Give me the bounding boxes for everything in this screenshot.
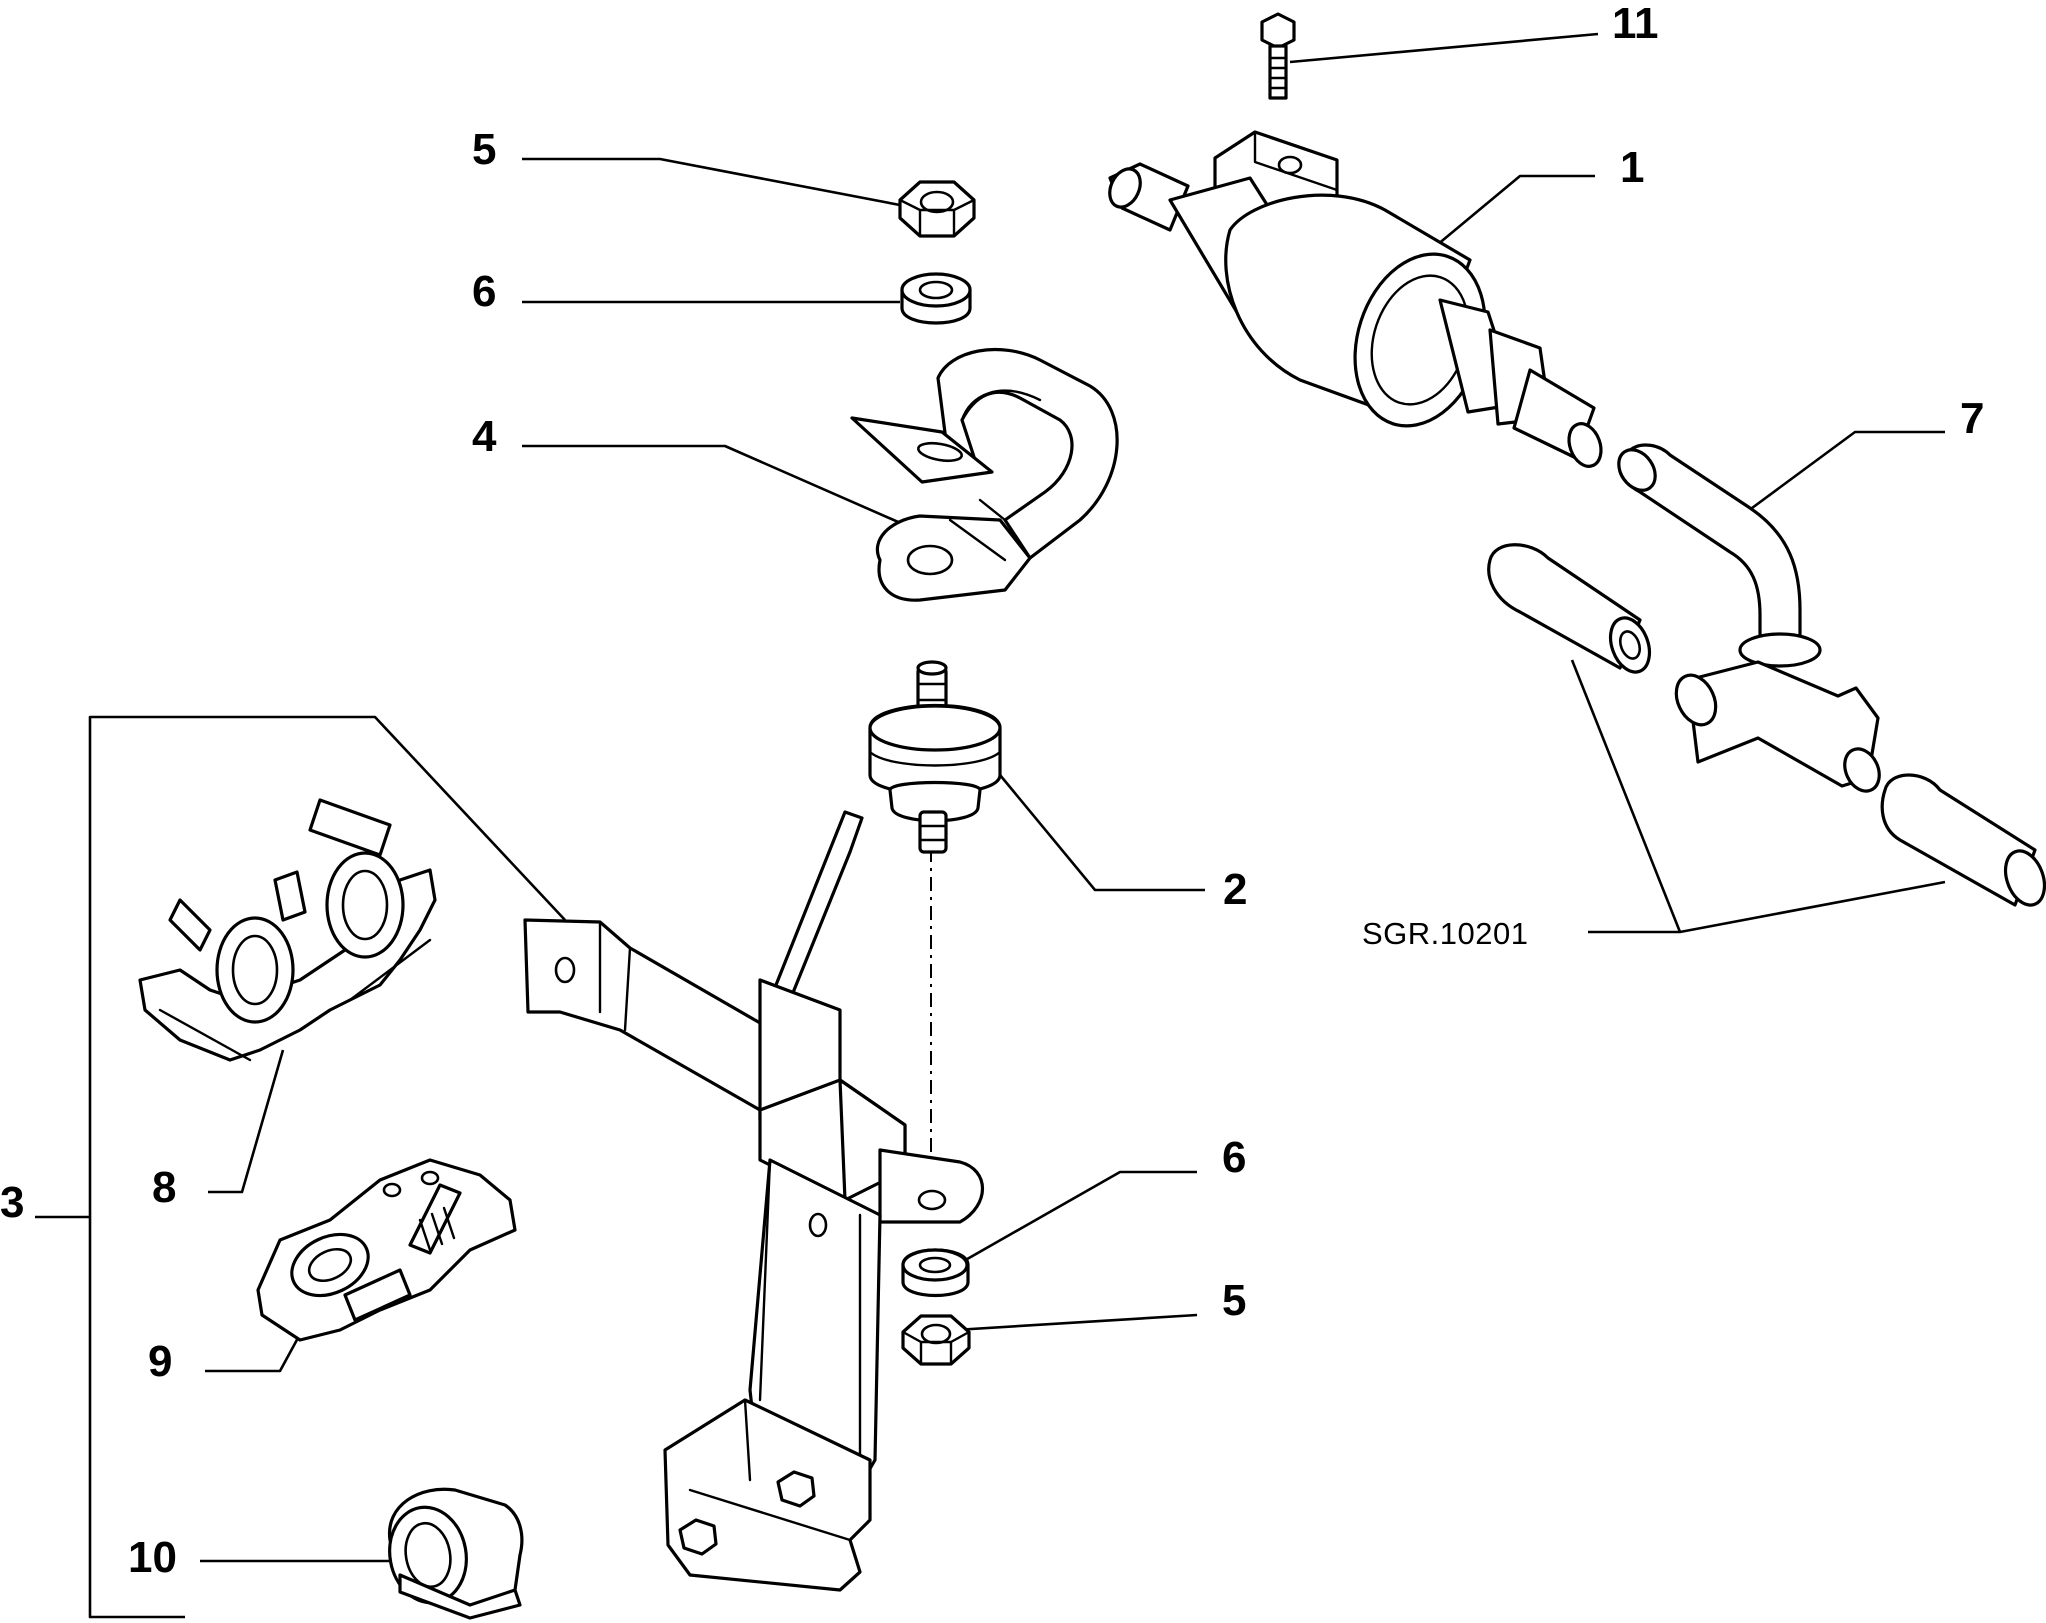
callout-6-bottom: 6 xyxy=(1222,1133,1246,1182)
bracket-part-3 xyxy=(523,810,984,1592)
leader-ref xyxy=(1588,880,1946,934)
callout-5-bottom: 5 xyxy=(1222,1276,1246,1325)
callout-9: 9 xyxy=(148,1337,172,1386)
leader-6-bottom xyxy=(961,1170,1197,1264)
pipe-tee-part-7 xyxy=(1617,443,2046,907)
reference-code: SGR.10201 xyxy=(1362,916,1529,951)
bolt-part-11 xyxy=(1260,12,1296,100)
callout-1: 1 xyxy=(1620,143,1644,192)
hose-sleeve xyxy=(1487,543,1652,674)
leader-2 xyxy=(998,774,1205,892)
washer-part-6-bottom xyxy=(901,1248,970,1297)
pipe-clip-part-8 xyxy=(138,798,437,1062)
washer-part-6-top xyxy=(900,272,972,325)
callout-6-top: 6 xyxy=(472,267,496,316)
callout-7: 7 xyxy=(1960,394,1984,443)
callout-2: 2 xyxy=(1223,865,1247,914)
callout-4: 4 xyxy=(472,412,497,461)
leader-11 xyxy=(1289,32,1599,64)
callout-5-top: 5 xyxy=(472,125,496,174)
leader-lines xyxy=(35,32,1946,1619)
leader-5-top xyxy=(522,157,901,207)
callout-10: 10 xyxy=(128,1533,177,1582)
rubber-mount-part-2 xyxy=(868,660,1002,854)
leader-3-bracket xyxy=(88,715,566,1619)
leader-1 xyxy=(1424,174,1595,256)
leader-7 xyxy=(1751,430,1945,510)
callout-8: 8 xyxy=(152,1163,176,1212)
leader-5-bottom xyxy=(954,1313,1198,1332)
pipe-clip-part-9 xyxy=(256,1158,517,1342)
nut-part-5-top xyxy=(898,180,976,238)
pipe-clip-part-10 xyxy=(387,1487,524,1620)
leader-ref-sleeve xyxy=(1570,659,1682,933)
nut-part-5-bottom xyxy=(901,1314,971,1366)
callout-11: 11 xyxy=(1612,0,1659,48)
callout-labels: 11 1 5 6 4 7 2 3 8 9 10 6 5 SGR.10201 xyxy=(0,0,1984,1582)
callout-3: 3 xyxy=(0,1178,24,1227)
leader-8 xyxy=(208,1049,285,1194)
leader-4 xyxy=(522,444,906,527)
leader-9 xyxy=(205,1324,307,1373)
fuel-pump-part-1 xyxy=(1108,130,1603,468)
p-clamp-part-4 xyxy=(850,347,1119,602)
